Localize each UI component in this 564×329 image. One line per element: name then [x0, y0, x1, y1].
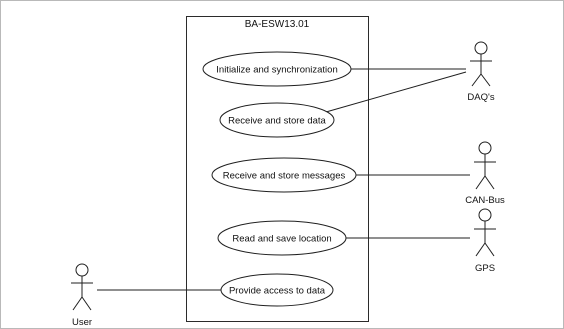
- use-case-initialize-label: Initialize and synchronization: [216, 65, 337, 76]
- actor-user-label: User: [72, 317, 92, 328]
- actor-gps[interactable]: GPS: [474, 208, 496, 274]
- actor-daq[interactable]: DAQ's: [467, 41, 495, 103]
- actor-canbus-right-leg: [484, 175, 495, 190]
- actor-user-right-leg: [81, 296, 92, 311]
- use-case-provide-access-label: Provide access to data: [229, 286, 326, 297]
- actor-canbus[interactable]: CAN-Bus: [465, 141, 505, 206]
- actor-daq-left-leg: [471, 73, 482, 87]
- actor-canbus-left-leg: [475, 175, 486, 190]
- association-daq-receive-data: [325, 71, 467, 113]
- use-case-read-location-ellipse: [217, 220, 347, 256]
- use-case-receive-messages-ellipse: [211, 157, 357, 193]
- actor-user-head: [75, 263, 89, 277]
- use-case-receive-data-label: Receive and store data: [228, 116, 326, 127]
- actor-daq-head: [474, 41, 488, 55]
- use-case-receive-data-ellipse: [219, 102, 335, 138]
- use-case-receive-messages[interactable]: Receive and store messages: [211, 157, 357, 193]
- actor-daq-label: DAQ's: [467, 92, 494, 103]
- use-case-provide-access-ellipse: [220, 273, 334, 307]
- system-name: BA-ESW13.01: [245, 19, 310, 30]
- use-case-receive-messages-label: Receive and store messages: [223, 171, 346, 182]
- actor-user[interactable]: User: [71, 263, 93, 328]
- actor-user-left-leg: [72, 296, 83, 311]
- actor-gps-head: [478, 208, 492, 222]
- actor-daq-right-leg: [480, 73, 491, 87]
- use-case-provide-access[interactable]: Provide access to data: [220, 273, 334, 307]
- actor-canbus-head: [478, 141, 492, 155]
- use-case-initialize[interactable]: Initialize and synchronization: [202, 51, 352, 87]
- use-case-initialize-ellipse: [202, 51, 352, 87]
- use-case-read-location[interactable]: Read and save location: [217, 220, 347, 256]
- actor-canbus-label: CAN-Bus: [465, 195, 505, 206]
- actor-gps-right-leg: [484, 242, 495, 257]
- actor-gps-label: GPS: [475, 263, 495, 274]
- associations: [97, 68, 470, 291]
- use-case-read-location-label: Read and save location: [232, 234, 331, 245]
- use-case-receive-data[interactable]: Receive and store data: [219, 102, 335, 138]
- actor-gps-left-leg: [475, 242, 486, 257]
